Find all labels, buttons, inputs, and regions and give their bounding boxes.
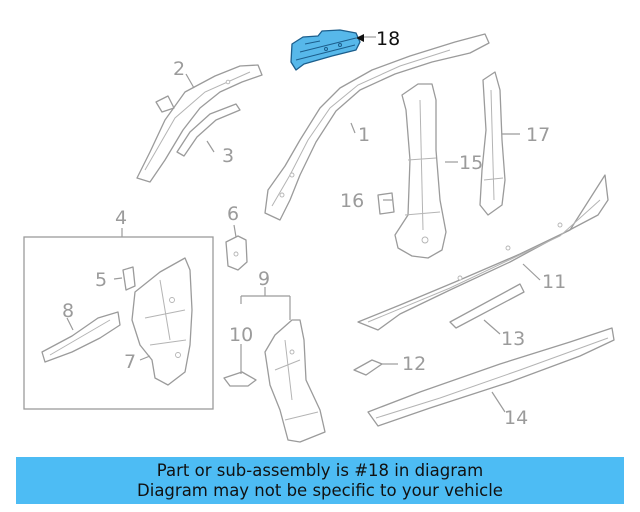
callout-7: 7: [124, 351, 136, 373]
part-11: [357, 174, 609, 331]
part-6: [225, 235, 248, 271]
banner-line-1: Part or sub-assembly is #18 in diagram: [156, 461, 484, 480]
part-18-highlighted[interactable]: [290, 29, 361, 71]
part-9: [264, 319, 326, 443]
callout-17: 17: [526, 124, 550, 146]
part-15: [394, 83, 447, 259]
part-3: [176, 103, 241, 157]
part-2: [136, 64, 263, 183]
callout-16: 16: [340, 190, 364, 212]
callout-14: 14: [504, 407, 528, 429]
callout-10: 10: [229, 324, 253, 346]
banner-line-2: Diagram may not be specific to your vehi…: [137, 481, 503, 500]
callout-13: 13: [501, 328, 525, 350]
callout-4: 4: [115, 207, 127, 229]
callout-9: 9: [258, 268, 270, 290]
leader-lines: [66, 36, 541, 413]
callout-3: 3: [222, 145, 234, 167]
part-12: [353, 359, 383, 376]
part-13: [449, 283, 525, 329]
callout-8: 8: [62, 300, 74, 322]
callout-18-arrow: [356, 34, 364, 42]
callout-5: 5: [95, 269, 107, 291]
callout-1: 1: [358, 124, 370, 146]
parts-diagram: 1 2 3 4 5 6 7 8 9 10 11 12 13 14 15 16 1…: [23, 28, 615, 443]
part-4-group: [23, 236, 214, 410]
callout-2: 2: [173, 58, 185, 80]
callout-labels: 1 2 3 4 5 6 7 8 9 10 11 12 13 14 15 16 1…: [62, 28, 566, 429]
callout-12: 12: [402, 353, 426, 375]
part-14: [367, 327, 615, 427]
callout-6: 6: [227, 203, 239, 225]
part-17: [479, 71, 506, 216]
info-banner: Part or sub-assembly is #18 in diagram D…: [16, 457, 624, 504]
callout-15: 15: [459, 152, 483, 174]
part-16: [377, 192, 395, 215]
part-1: [264, 33, 490, 221]
callout-11: 11: [542, 271, 566, 293]
part-10: [223, 371, 257, 387]
callout-18: 18: [376, 28, 400, 50]
